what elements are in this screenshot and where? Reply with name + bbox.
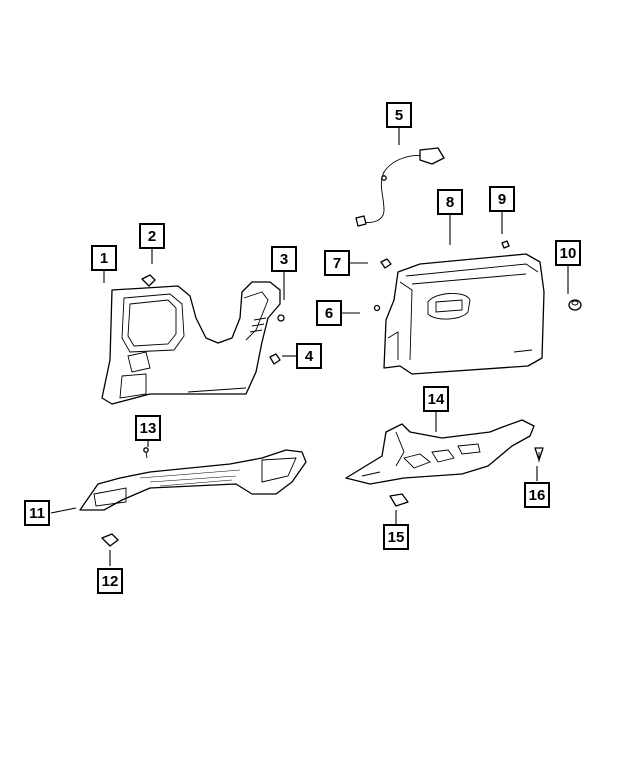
callout-16: 16 xyxy=(524,482,550,508)
callout-4: 4 xyxy=(296,343,322,369)
callout-10: 10 xyxy=(555,240,581,266)
part-1-knee-panel xyxy=(101,281,281,405)
callout-6: 6 xyxy=(316,300,342,326)
part-12-clip xyxy=(101,533,119,547)
part-14-lower-panel xyxy=(345,419,535,485)
callout-14: 14 xyxy=(423,386,449,412)
callout-15: 15 xyxy=(383,524,409,550)
callout-12: 12 xyxy=(97,568,123,594)
part-4-clip xyxy=(269,353,281,365)
part-9-clip xyxy=(501,240,510,249)
part-5-wire-harness xyxy=(355,147,445,227)
callout-8: 8 xyxy=(437,189,463,215)
part-2-clip xyxy=(141,274,156,287)
callout-9: 9 xyxy=(489,186,515,212)
callout-5: 5 xyxy=(386,102,412,128)
callout-2: 2 xyxy=(139,223,165,249)
callout-11: 11 xyxy=(24,500,50,526)
callout-1: 1 xyxy=(91,245,117,271)
callout-7: 7 xyxy=(324,250,350,276)
callout-13: 13 xyxy=(135,415,161,441)
part-6-fastener xyxy=(373,304,381,312)
part-15-clip xyxy=(389,493,409,507)
part-16-push-pin xyxy=(534,447,544,462)
part-3-fastener xyxy=(277,314,285,322)
part-10-bumper xyxy=(568,299,582,311)
part-7-clip xyxy=(380,258,392,269)
leader-lines xyxy=(50,128,569,566)
part-11-lower-trim xyxy=(79,449,307,511)
part-8-glove-box xyxy=(383,253,545,375)
callout-3: 3 xyxy=(271,246,297,272)
part-13-screw xyxy=(143,447,149,459)
